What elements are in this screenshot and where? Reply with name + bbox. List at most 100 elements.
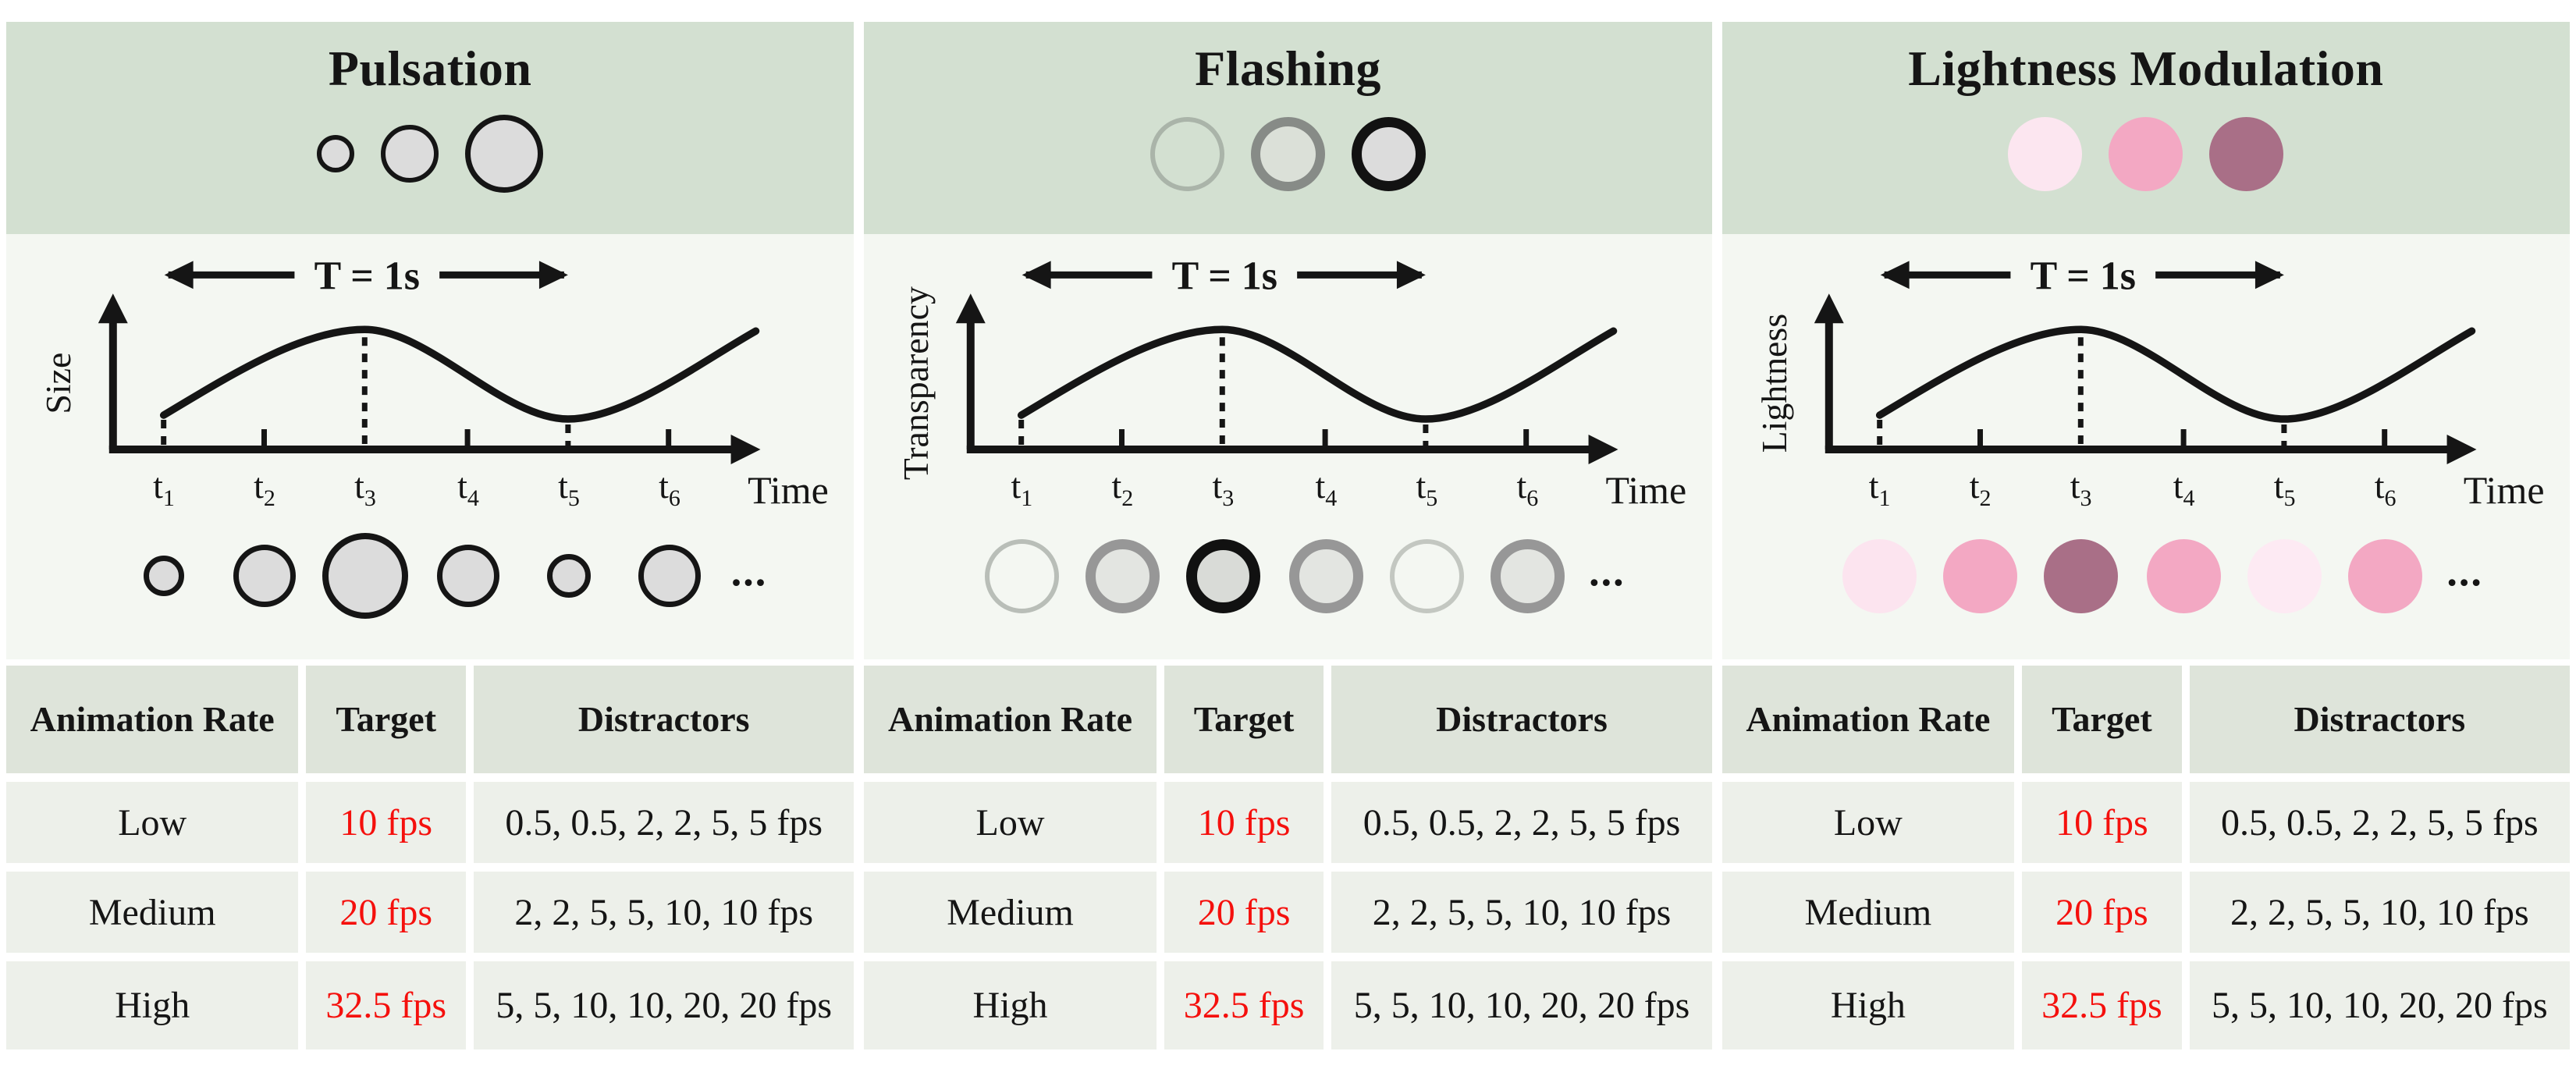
tick-label-t6: t6 <box>1516 465 1538 510</box>
y-axis-label: Transparency <box>896 286 936 480</box>
tick-sub: 5 <box>2283 485 2296 512</box>
tick-base: t <box>659 466 669 506</box>
tick-sub: 6 <box>1526 485 1539 512</box>
lightness-circle <box>2109 116 2183 191</box>
tick-label-t5: t5 <box>2273 465 2296 510</box>
tick-label-t4: t4 <box>1315 465 1337 510</box>
distractors-cell: 0.5, 0.5, 2, 2, 5, 5 fps <box>1331 782 1712 863</box>
rate-cell: Low <box>864 782 1157 863</box>
x-axis-label: Time <box>1605 468 1687 512</box>
tick-label-t3: t3 <box>354 465 376 510</box>
rate-cell: High <box>864 961 1157 1049</box>
period-label: T = 1s <box>314 254 420 298</box>
tick-sub: 1 <box>162 485 175 512</box>
lightness-example-circles <box>2008 107 2284 201</box>
tick-base: t <box>354 466 364 506</box>
sine-curve <box>159 325 760 423</box>
tick-sub: 4 <box>2183 485 2195 512</box>
ellipsis-label: ... <box>2446 547 2483 595</box>
tick-label-t5: t5 <box>1416 465 1437 510</box>
lightness-rate-table: Animation Rate Target Distractors Low 10… <box>1721 666 2570 1049</box>
tick-base: t <box>153 466 163 506</box>
distractors-cell: 2, 2, 5, 5, 10, 10 fps <box>1331 872 1712 953</box>
target-cell: 10 fps <box>1164 782 1324 863</box>
flashing-circle <box>1250 116 1325 191</box>
distractors-cell: 2, 2, 5, 5, 10, 10 fps <box>2189 872 2570 953</box>
tick-base: t <box>1011 466 1022 506</box>
target-cell: 20 fps <box>1164 872 1324 953</box>
flashing-header-band: Flashing <box>864 22 1712 234</box>
column-header-target: Target <box>1164 666 1324 773</box>
tick-sub: 2 <box>263 485 275 512</box>
tick-base: t <box>1212 466 1223 506</box>
tick-label-t3: t3 <box>1212 465 1234 510</box>
tick-sub: 3 <box>364 485 376 512</box>
lightness-circle <box>2209 116 2284 191</box>
lightness-header-band: Lightness Modulation <box>1721 22 2570 234</box>
column-header-distractors: Distractors <box>1331 666 1712 773</box>
distractors-cell: 0.5, 0.5, 2, 2, 5, 5 fps <box>474 782 855 863</box>
x-axis-label: Time <box>748 468 829 512</box>
tick-base: t <box>1516 466 1527 506</box>
period-arrow-left-icon <box>1880 261 1910 289</box>
distractors-cell: 5, 5, 10, 10, 20, 20 fps <box>2189 961 2570 1049</box>
tick-sub: 3 <box>2080 485 2092 512</box>
tick-label-t6: t6 <box>2375 465 2397 510</box>
tick-base: t <box>1111 466 1122 506</box>
tick-label-t4: t4 <box>457 465 479 510</box>
tick-base: t <box>558 466 568 506</box>
target-cell: 32.5 fps <box>1164 961 1324 1049</box>
panel-title: Lightness Modulation <box>1908 41 2384 96</box>
period-label-backdrop <box>1152 245 1298 305</box>
x-axis-arrow-icon <box>730 435 761 464</box>
period-arrow-right-icon <box>538 261 568 289</box>
distractors-cell: 2, 2, 5, 5, 10, 10 fps <box>474 872 855 953</box>
y-axis-arrow-icon <box>956 293 986 324</box>
period-label-backdrop <box>294 245 440 305</box>
tick-label-t1: t1 <box>1868 465 1891 510</box>
tick-base: t <box>2070 466 2080 506</box>
column-header-animation-rate: Animation Rate <box>864 666 1157 773</box>
x-axis-arrow-icon <box>1588 435 1618 464</box>
target-cell: 20 fps <box>306 872 467 953</box>
target-cell: 32.5 fps <box>306 961 467 1049</box>
flashing-rate-table: Animation Rate Target Distractors Low 10… <box>864 666 1712 1049</box>
tick-sub: 4 <box>1325 485 1338 512</box>
tick-label-t1: t1 <box>1011 465 1032 510</box>
tick-base: t <box>2173 466 2183 506</box>
tick-sub: 6 <box>668 485 680 512</box>
column-header-animation-rate: Animation Rate <box>1721 666 2015 773</box>
y-axis-label: Size <box>38 353 78 414</box>
tick-label-t2: t2 <box>1111 465 1133 510</box>
target-cell: 32.5 fps <box>2022 961 2182 1049</box>
tick-base: t <box>2273 466 2284 506</box>
tick-base: t <box>1868 466 1879 506</box>
rate-cell: Low <box>1721 782 2015 863</box>
flashing-plot-section: T = 1s Transparency t1 t2 t3 t4 t5 t6 T <box>864 234 1712 659</box>
distractors-cell: 0.5, 0.5, 2, 2, 5, 5 fps <box>2189 782 2570 863</box>
tick-label-t4: t4 <box>2173 465 2195 510</box>
tick-sub: 4 <box>467 485 479 512</box>
tick-sub: 3 <box>1222 485 1235 512</box>
column-header-target: Target <box>2022 666 2182 773</box>
tick-sub: 1 <box>1878 485 1891 512</box>
tick-sub: 6 <box>2384 485 2397 512</box>
ellipsis-label: ... <box>1589 547 1626 595</box>
tick-label-t6: t6 <box>659 465 680 510</box>
pulsation-plot: T = 1s Size <box>38 245 761 464</box>
sine-curve <box>1875 325 2475 423</box>
pulsation-example-circles <box>317 107 544 201</box>
target-cell: 10 fps <box>306 782 467 863</box>
tick-label-t2: t2 <box>254 465 275 510</box>
period-label: T = 1s <box>1172 254 1277 298</box>
tick-label-t2: t2 <box>1970 465 1992 510</box>
x-axis-arrow-icon <box>2446 435 2477 464</box>
panel-title: Flashing <box>1195 41 1381 96</box>
target-cell: 20 fps <box>2022 872 2182 953</box>
lightness-plot: T = 1s Lightness <box>1754 245 2477 464</box>
lightness-circle <box>2008 116 2083 191</box>
rate-cell: Medium <box>864 872 1157 953</box>
distractors-cell: 5, 5, 10, 10, 20, 20 fps <box>474 961 855 1049</box>
pulsation-circle <box>317 135 355 173</box>
